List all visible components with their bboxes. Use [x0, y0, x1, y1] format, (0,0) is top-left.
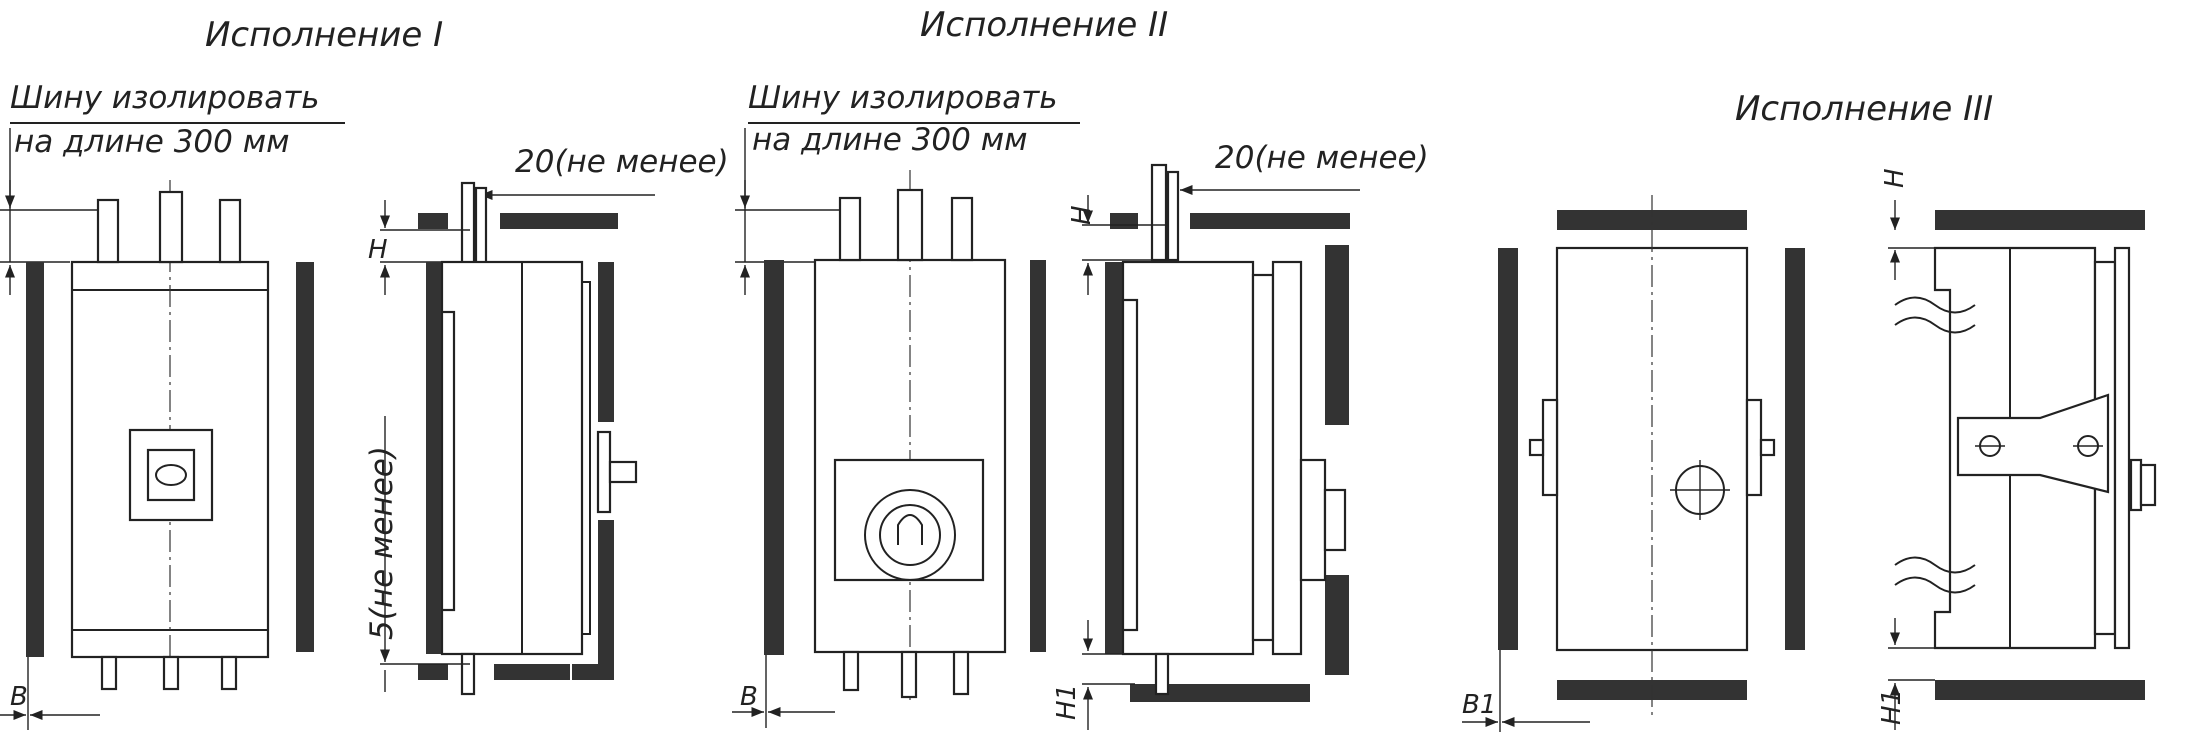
variant-2-side-view: 20(не менее) H H1 [1052, 140, 1429, 730]
variant-3-side-view: H H1 [1877, 168, 2157, 730]
variant-2-front-view: Шину изолировать на длине 300 мм B [732, 80, 1080, 728]
dim-H1-2: H1 [1052, 684, 1082, 720]
dim-B-2: B [740, 682, 758, 712]
variant-1-side-view: 20(не менее) H 5(не менее) [364, 144, 729, 696]
note-insulate-1-line1: Шину изолировать [10, 80, 320, 116]
variant-title-2: Исполнение II [920, 5, 1168, 45]
variant-title-1: Исполнение I [205, 15, 443, 55]
dim-clearance-top-1: 20(не менее) [515, 144, 729, 180]
dim-H-3: H [1880, 168, 1910, 188]
dim-H-1: H [368, 235, 388, 265]
dim-clearance-side-1: 5(не менее) [364, 446, 400, 640]
note-insulate-2-line1: Шину изолировать [748, 80, 1058, 116]
dim-clearance-top-2: 20(не менее) [1215, 140, 1429, 176]
dim-B-1: B [10, 682, 28, 712]
variant-1-front-view: Шину изолировать на длине 300 мм B [0, 80, 345, 730]
dim-H-2: H [1067, 205, 1097, 225]
dim-H1-3: H1 [1877, 689, 1907, 725]
note-insulate-1-line2: на длине 300 мм [14, 124, 290, 160]
note-insulate-2-line2: на длине 300 мм [752, 122, 1028, 158]
variant-title-3: Исполнение III [1735, 89, 1993, 129]
dim-B1-3: B1 [1462, 690, 1496, 720]
variant-3-front-view: B1 [1462, 195, 1805, 732]
